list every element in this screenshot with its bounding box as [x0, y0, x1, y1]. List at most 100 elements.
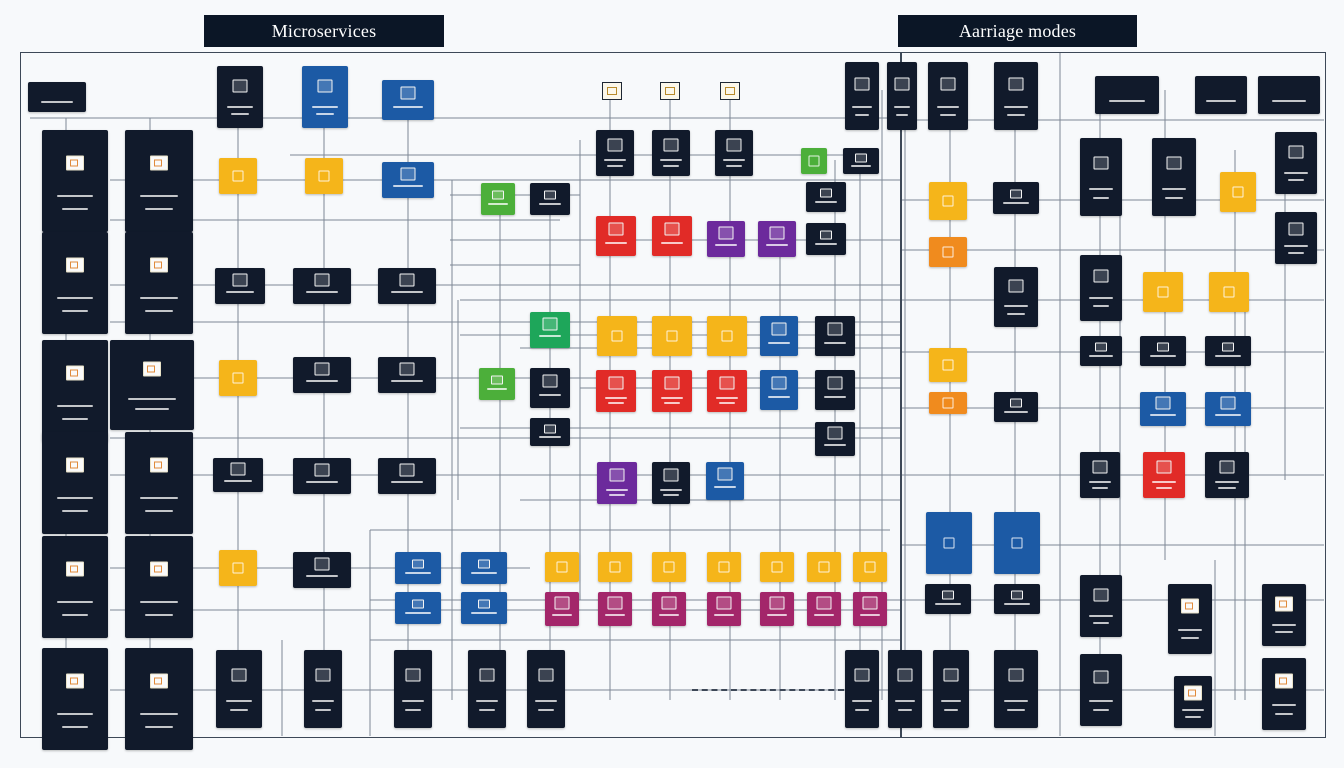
service-node[interactable]	[706, 462, 744, 500]
service-bar[interactable]	[215, 268, 265, 304]
queue-node[interactable]	[219, 550, 257, 586]
service-node[interactable]	[815, 422, 855, 456]
service-node[interactable]	[1080, 452, 1120, 498]
database-node[interactable]	[652, 370, 692, 412]
service-card[interactable]	[42, 232, 108, 334]
service-header[interactable]	[1195, 76, 1247, 114]
service-node[interactable]	[994, 584, 1040, 614]
service-node[interactable]	[304, 650, 342, 728]
service-node[interactable]	[928, 62, 968, 130]
service-bar[interactable]	[395, 552, 441, 584]
service-node[interactable]	[925, 584, 971, 614]
service-node[interactable]	[527, 650, 565, 728]
database-node[interactable]	[596, 370, 636, 412]
service-card[interactable]	[125, 130, 193, 232]
service-node[interactable]	[1275, 132, 1317, 194]
service-node[interactable]	[843, 148, 879, 174]
service-node[interactable]	[1080, 654, 1122, 726]
queue-node[interactable]	[707, 552, 741, 582]
service-node[interactable]	[845, 62, 879, 130]
service-bar[interactable]	[293, 458, 351, 494]
cache-node[interactable]	[760, 592, 794, 626]
service-node[interactable]	[1080, 255, 1122, 321]
service-bar[interactable]	[378, 268, 436, 304]
queue-node[interactable]	[707, 316, 747, 356]
cache-node[interactable]	[598, 592, 632, 626]
service-node[interactable]	[806, 223, 846, 255]
service-node[interactable]	[468, 650, 506, 728]
service-node[interactable]	[888, 650, 922, 728]
service-card[interactable]	[1262, 584, 1306, 646]
service-node[interactable]	[845, 650, 879, 728]
service-node[interactable]	[382, 80, 434, 120]
service-node[interactable]	[596, 130, 634, 176]
service-card[interactable]	[1168, 584, 1212, 654]
service-node[interactable]	[887, 62, 917, 130]
service-card[interactable]	[42, 536, 108, 638]
cache-node[interactable]	[652, 592, 686, 626]
queue-node[interactable]	[598, 552, 632, 582]
service-node[interactable]	[1152, 138, 1196, 216]
service-card[interactable]	[42, 340, 108, 442]
cache-node[interactable]	[545, 592, 579, 626]
service-card[interactable]	[125, 648, 193, 750]
service-node[interactable]	[652, 462, 690, 504]
service-node[interactable]	[760, 370, 798, 410]
service-card[interactable]	[42, 432, 108, 534]
queue-node[interactable]	[652, 316, 692, 356]
cache-node[interactable]	[807, 592, 841, 626]
service-node[interactable]	[758, 221, 796, 257]
service-card[interactable]	[1174, 676, 1212, 728]
service-node[interactable]	[382, 162, 434, 198]
service-card[interactable]	[125, 232, 193, 334]
event-node[interactable]	[801, 148, 827, 174]
queue-node[interactable]	[994, 512, 1040, 574]
queue-node[interactable]	[597, 316, 637, 356]
service-node[interactable]	[933, 650, 969, 728]
database-node[interactable]	[707, 370, 747, 412]
event-node[interactable]	[481, 183, 515, 215]
queue-node[interactable]	[760, 552, 794, 582]
service-node[interactable]	[1080, 138, 1122, 216]
service-node[interactable]	[760, 316, 798, 356]
service-header[interactable]	[28, 82, 86, 112]
service-card[interactable]	[42, 130, 108, 232]
service-card[interactable]	[42, 648, 108, 750]
service-bar[interactable]	[461, 552, 507, 584]
service-node[interactable]	[815, 316, 855, 356]
event-node[interactable]	[479, 368, 515, 400]
queue-node[interactable]	[1220, 172, 1256, 212]
service-node[interactable]	[394, 650, 432, 728]
service-header[interactable]	[1258, 76, 1320, 114]
database-node[interactable]	[652, 216, 692, 256]
service-card[interactable]	[1262, 658, 1306, 730]
queue-node[interactable]	[219, 360, 257, 396]
service-node[interactable]	[806, 182, 846, 212]
queue-node[interactable]	[545, 552, 579, 582]
service-node[interactable]	[1205, 452, 1249, 498]
service-node[interactable]	[994, 62, 1038, 130]
service-card[interactable]	[125, 536, 193, 638]
alert-node[interactable]	[929, 392, 967, 414]
database-node[interactable]	[596, 216, 636, 256]
queue-node[interactable]	[929, 182, 967, 220]
service-bar[interactable]	[395, 592, 441, 624]
service-card[interactable]	[125, 432, 193, 534]
service-node[interactable]	[715, 130, 753, 176]
service-node[interactable]	[1080, 336, 1122, 366]
service-node[interactable]	[993, 182, 1039, 214]
alert-node[interactable]	[1143, 452, 1185, 498]
service-bar[interactable]	[213, 458, 263, 492]
service-node[interactable]	[530, 368, 570, 408]
service-bar[interactable]	[461, 592, 507, 624]
service-node[interactable]	[994, 392, 1038, 422]
service-node[interactable]	[1140, 392, 1186, 426]
queue-node[interactable]	[807, 552, 841, 582]
service-card[interactable]	[110, 340, 194, 430]
event-node[interactable]	[530, 312, 570, 348]
service-node[interactable]	[597, 462, 637, 504]
service-node[interactable]	[217, 66, 263, 128]
service-bar[interactable]	[378, 458, 436, 494]
queue-node[interactable]	[305, 158, 343, 194]
service-bar[interactable]	[378, 357, 436, 393]
